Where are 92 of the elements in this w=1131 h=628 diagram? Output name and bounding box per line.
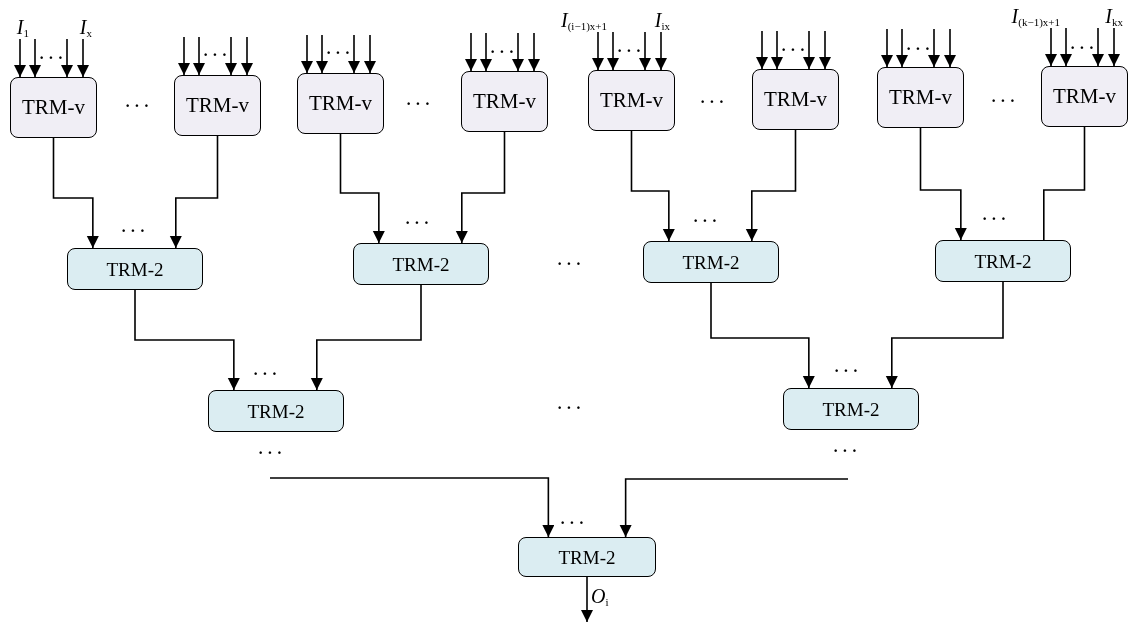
arrow: [1060, 27, 1072, 67]
ellipsis: · · ·: [39, 50, 63, 66]
ellipsis: · · ·: [490, 44, 514, 60]
process-box: TRM-2: [67, 248, 203, 290]
process-box: TRM-2: [518, 537, 656, 577]
ellipsis: · · ·: [121, 223, 145, 239]
edge-label: I$_{ix}$: [654, 10, 670, 30]
ellipsis: · · ·: [1070, 40, 1094, 56]
process-box: TRM-v: [1041, 66, 1128, 127]
ellipsis: · · ·: [982, 211, 1006, 227]
process-box: TRM-2: [208, 390, 344, 432]
arrow: [710, 282, 815, 389]
ellipsis: · · ·: [203, 47, 227, 63]
arrow: [269, 477, 555, 538]
connector-line: [1043, 126, 1086, 241]
process-box: TRM-2: [643, 241, 779, 283]
ellipsis: · · ·: [834, 363, 858, 379]
ellipsis: · · ·: [557, 400, 581, 416]
process-box: TRM-v: [752, 69, 839, 130]
arrow: [1045, 27, 1057, 67]
arrow: [1108, 27, 1120, 67]
edge-label: I$_{x}$: [79, 17, 92, 37]
arrow: [630, 130, 675, 242]
arrow: [455, 131, 506, 244]
arrow: [178, 36, 190, 76]
arrow: [928, 28, 940, 68]
edge-label: I$_{1}$: [16, 17, 29, 37]
arrow: [639, 31, 651, 71]
ellipsis: · · ·: [906, 41, 930, 57]
arrow: [52, 137, 99, 249]
arrow: [581, 576, 593, 623]
process-box: TRM-v: [297, 73, 384, 134]
arrow: [77, 38, 89, 78]
arrow: [1092, 27, 1104, 67]
arrow: [364, 34, 376, 74]
arrow: [592, 31, 604, 71]
arrow: [944, 28, 956, 68]
arrow: [756, 30, 768, 70]
arrow: [169, 135, 219, 249]
arrow: [134, 289, 240, 391]
arrow: [225, 36, 237, 76]
ellipsis: · · ·: [405, 215, 429, 231]
ellipsis: · · ·: [125, 98, 149, 114]
arrow: [919, 127, 967, 241]
arrow: [512, 32, 524, 72]
edge-label: I$_{(i−1)x+1}$: [561, 10, 607, 30]
ellipsis: · · ·: [258, 445, 282, 461]
ellipsis: · · ·: [833, 443, 857, 459]
ellipsis: · · ·: [991, 93, 1015, 109]
arrow: [607, 31, 619, 71]
process-box: TRM-2: [783, 388, 919, 430]
arrow: [885, 281, 1004, 389]
ellipsis: · · ·: [557, 256, 581, 272]
arrow: [745, 129, 797, 242]
arrow: [619, 478, 849, 538]
arrow: [803, 30, 815, 70]
arrow: [61, 38, 73, 78]
process-box: TRM-v: [174, 75, 261, 136]
arrow: [339, 133, 385, 244]
arrow: [316, 34, 328, 74]
process-box: TRM-2: [353, 243, 489, 285]
arrow: [14, 38, 26, 78]
arrow: [480, 32, 492, 72]
arrow: [819, 30, 831, 70]
ellipsis: · · ·: [406, 96, 430, 112]
arrow: [310, 284, 422, 391]
arrow: [896, 28, 908, 68]
arrow: [348, 34, 360, 74]
arrow: [528, 32, 540, 72]
process-box: TRM-2: [935, 240, 1071, 282]
ellipsis: · · ·: [781, 42, 805, 58]
arrow: [29, 38, 41, 78]
ellipsis: · · ·: [560, 515, 584, 531]
arrow: [771, 30, 783, 70]
arrow: [193, 36, 205, 76]
ellipsis: · · ·: [693, 213, 717, 229]
arrow: [881, 28, 893, 68]
ellipsis: · · ·: [700, 94, 724, 110]
ellipsis: · · ·: [253, 366, 277, 382]
arrow: [241, 36, 253, 76]
process-box: TRM-v: [461, 71, 548, 132]
ellipsis: · · ·: [617, 43, 641, 59]
edge-label: I$_{(k−1)x+1}$: [1011, 6, 1060, 26]
edge-label: O$_{i}$: [591, 586, 609, 606]
arrow: [465, 32, 477, 72]
ellipsis: · · ·: [326, 45, 350, 61]
process-box: TRM-v: [10, 77, 97, 138]
arrow: [301, 34, 313, 74]
process-box: TRM-v: [877, 67, 964, 128]
edge-label: I$_{kx}$: [1105, 6, 1123, 26]
process-box: TRM-v: [588, 70, 675, 131]
arrow: [655, 31, 667, 71]
